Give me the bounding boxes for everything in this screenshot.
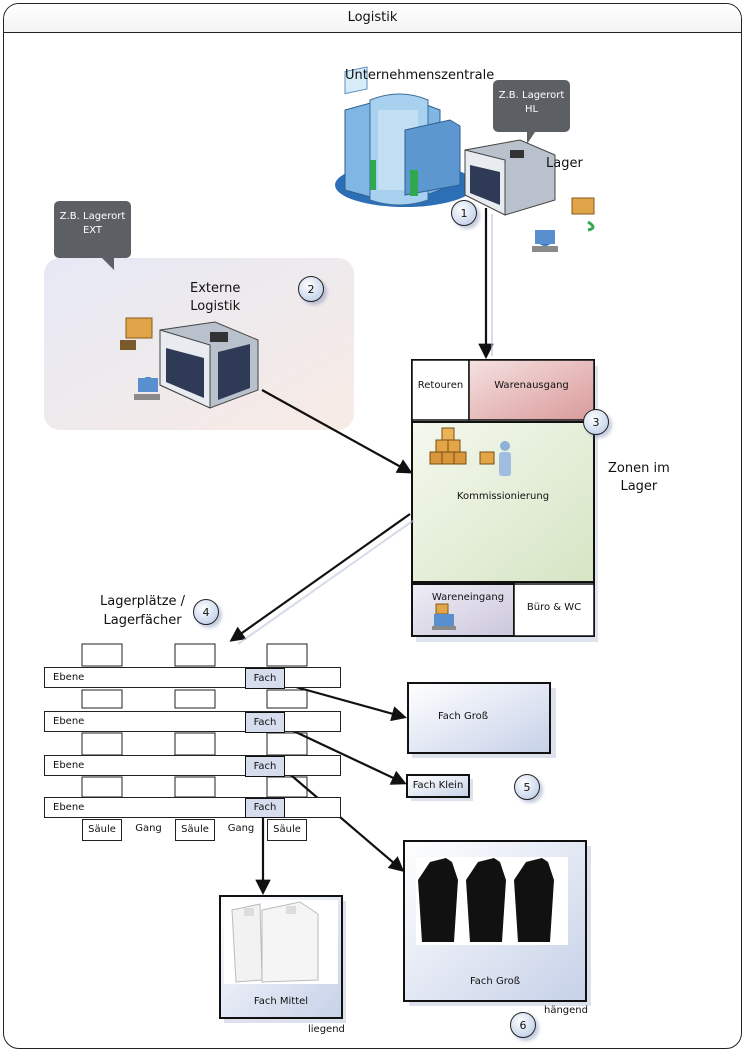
headquarters-building-icon xyxy=(335,66,475,207)
column-gang: Gang xyxy=(135,823,162,834)
callout-hl-text: Z.B. Lagerort HL xyxy=(498,90,565,115)
haengend-label: hängend xyxy=(544,1005,588,1016)
column-gang: Gang xyxy=(227,823,255,834)
forklift-icon xyxy=(532,197,595,252)
bin-gross-label: Fach Groß xyxy=(437,711,489,722)
step-marker-4: 4 xyxy=(193,599,219,625)
zone-warenausgang: Warenausgang xyxy=(494,380,569,391)
external-forklift-icon xyxy=(120,317,160,400)
arrow-shadows xyxy=(237,214,493,645)
shirts-image xyxy=(224,900,338,984)
bin-gross-haengend-label: Fach Groß xyxy=(469,976,521,987)
ebene-label: Ebene xyxy=(53,760,85,771)
zone-buero-wc: Büro & WC xyxy=(526,602,582,613)
zones-label: Zonen im Lager xyxy=(608,461,670,494)
storage-bins-label: Lagerplätze / Lagerfächer xyxy=(100,594,186,628)
window-title: Logistik xyxy=(4,4,741,33)
step-marker-3: 3 xyxy=(583,409,609,435)
wareneingang-forklift-icon xyxy=(432,603,456,630)
bin-mittel-label: Fach Mittel xyxy=(253,996,309,1007)
warehouse-lager-icon xyxy=(464,139,556,216)
bin-fach-gross xyxy=(407,682,556,758)
flow-arrows xyxy=(229,208,494,896)
zone-retouren: Retouren xyxy=(417,380,464,391)
callout-lagerort-ext: Z.B. Lagerort EXT xyxy=(54,201,131,270)
ebene-label: Ebene xyxy=(53,716,85,727)
callout-ext-text: Z.B. Lagerort EXT xyxy=(59,211,126,236)
column-saeule: Säule xyxy=(175,819,215,841)
column-saeule: Säule xyxy=(82,819,122,841)
ebene-label: Ebene xyxy=(53,672,85,683)
logistik-window: Logistik xyxy=(3,3,742,1049)
zone-wareneingang: Wareneingang xyxy=(431,592,505,603)
bin-klein-label: Fach Klein xyxy=(412,780,464,791)
zone-kommissionierung: Kommissionierung xyxy=(456,491,550,502)
bin-fach-klein xyxy=(406,774,473,801)
shelf-row-4: Ebene xyxy=(44,797,341,818)
liegend-label: liegend xyxy=(308,1024,345,1035)
shelf-row-3: Ebene xyxy=(44,755,341,776)
shelf-row-2: Ebene xyxy=(44,711,341,732)
step-marker-1: 1 xyxy=(451,200,477,226)
lager-label: Lager xyxy=(546,156,583,171)
fach-cell: Fach xyxy=(245,712,285,733)
external-logistics-label: Externe Logistik xyxy=(190,281,241,314)
boxes-icon xyxy=(429,427,467,465)
callout-lagerort-hl: Z.B. Lagerort HL xyxy=(493,80,570,144)
step-marker-5: 5 xyxy=(514,774,540,800)
external-warehouse-icon xyxy=(159,321,259,409)
fach-cell: Fach xyxy=(245,668,285,689)
step-marker-6: 6 xyxy=(510,1012,536,1038)
hq-label: Unternehmenszentrale xyxy=(345,68,495,83)
worker-icon xyxy=(479,441,511,476)
step-marker-2: 2 xyxy=(298,276,324,302)
fach-cell: Fach xyxy=(245,798,285,818)
ebene-label: Ebene xyxy=(53,802,85,813)
column-saeule: Säule xyxy=(267,819,307,841)
coats-image xyxy=(418,858,554,942)
fach-cell: Fach xyxy=(245,756,285,777)
shelf-row-1: Ebene xyxy=(44,667,341,688)
